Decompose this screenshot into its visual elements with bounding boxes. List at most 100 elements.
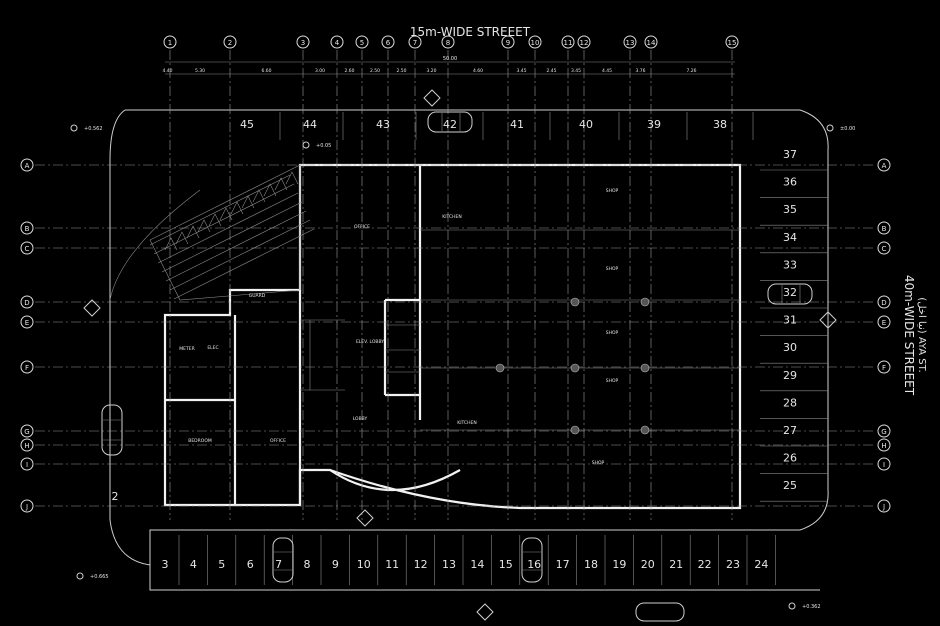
parking-right-32: 32 (783, 286, 797, 299)
right-street-sublabel: (نيا اخل) AYA ST. (916, 297, 927, 372)
grid-label-row-right-C: C (882, 245, 887, 253)
parking-bottom-10: 10 (357, 558, 371, 571)
parking-right-33: 33 (783, 258, 797, 271)
grid-bubble-row-left-G (20, 424, 34, 438)
room-label-3: SHOP (606, 266, 619, 272)
parking-bottom-22: 22 (698, 558, 712, 571)
hatch-line-0 (149, 174, 291, 246)
structural-columns (495, 297, 650, 435)
level-symbol-1 (70, 124, 78, 132)
parking-top-41: 41 (510, 118, 524, 131)
column-0 (570, 297, 580, 307)
grid-bubble-col-13 (623, 35, 637, 49)
parking-bottom-8: 8 (304, 558, 311, 571)
dim-part-7: 3.20 (426, 68, 436, 74)
grid-label-row-right-G: G (881, 428, 886, 436)
level-text-3: +0.362 (802, 604, 821, 610)
level-text-0: ±0.00 (840, 126, 855, 132)
room-label-4: SHOP (606, 330, 619, 336)
grid-label-row-left-A: A (25, 162, 30, 170)
grid-bubble-col-3 (296, 35, 310, 49)
room-label-12: BEDROOM (188, 438, 212, 444)
parking-right-28: 28 (783, 396, 797, 409)
room-label-6: SHOP (592, 460, 605, 466)
parking-bottom-18: 18 (584, 558, 598, 571)
parking-right-36: 36 (783, 176, 797, 189)
grid-bubble-row-left-A (20, 158, 34, 172)
grid-bubble-col-8 (441, 35, 455, 49)
grid-label-row-left-I: I (26, 461, 28, 469)
parking-stall-lines (178, 112, 828, 585)
grid-bubble-col-2 (223, 35, 237, 49)
grid-label-col-11: 11 (564, 39, 573, 47)
parking-top-42: 42 (443, 118, 457, 131)
level-symbol-2 (76, 572, 84, 580)
hatch-tri-2 (186, 225, 200, 239)
dim-part-11: 3.45 (571, 68, 581, 74)
parking-left-2: 2 (112, 490, 119, 503)
parking-right-27: 27 (783, 424, 797, 437)
column-6 (495, 363, 505, 373)
grid-bubble-row-right-I (877, 457, 891, 471)
grid-label-row-right-J: J (882, 503, 885, 511)
dim-part-2: 6.60 (261, 68, 271, 74)
parking-right-37: 37 (783, 148, 797, 161)
dim-part-12: 4.45 (602, 68, 612, 74)
hatch-tri-9 (263, 183, 277, 197)
dim-total: 50.00 (443, 56, 457, 62)
grid-bubble-row-right-E (877, 315, 891, 329)
parking-bottom-11: 11 (385, 558, 399, 571)
grid-label-row-left-E: E (25, 319, 29, 327)
parking-bottom-7: 7 (275, 558, 282, 571)
level-text-1: +0.562 (84, 126, 103, 132)
grid-bubble-col-7 (408, 35, 422, 49)
hatch-tri-11 (285, 171, 299, 185)
grid-label-row-right-I: I (883, 461, 885, 469)
top-street-label: 15m-WIDE STREEET (410, 25, 531, 39)
dim-part-9: 3.45 (516, 68, 526, 74)
parking-bottom-16: 16 (527, 558, 541, 571)
grid-bubble-col-6 (381, 35, 395, 49)
grid-label-row-left-H: H (24, 442, 29, 450)
grid-label-row-right-F: F (882, 364, 886, 372)
grid-label-col-6: 6 (386, 39, 391, 47)
grid-bubble-col-12 (577, 35, 591, 49)
dim-part-6: 2.50 (396, 68, 406, 74)
grid-bubble-row-left-J (20, 499, 34, 513)
room-label-1: KITCHEN (442, 214, 462, 220)
parking-bottom-12: 12 (414, 558, 428, 571)
grid-label-col-8: 8 (446, 39, 450, 47)
grid-bubble-col-9 (501, 35, 515, 49)
level-symbol-4 (302, 141, 310, 149)
dim-part-8: 4.60 (473, 68, 483, 74)
dim-part-13: 3.76 (635, 68, 645, 74)
parking-bottom-24: 24 (754, 558, 768, 571)
interior-walls (165, 165, 740, 505)
level-symbol-3 (788, 602, 796, 610)
grid-bubble-row-right-B (877, 221, 891, 235)
grid-bubble-row-left-C (20, 241, 34, 255)
car-bottom-3 (635, 602, 685, 622)
room-label-10: ELEV. LOBBY (356, 339, 384, 345)
car-bottom-1 (272, 537, 294, 583)
parking-right-30: 30 (783, 341, 797, 354)
parking-top-43: 43 (376, 118, 390, 131)
grid-bubble-row-right-F (877, 360, 891, 374)
level-symbol-0 (826, 124, 834, 132)
room-label-14: KITCHEN (457, 420, 477, 426)
room-label-7: METER (179, 346, 194, 352)
hatch-tri-3 (197, 219, 211, 233)
grid-label-row-left-G: G (24, 428, 29, 436)
grid-bubble-col-15 (725, 35, 739, 49)
parking-right-35: 35 (783, 203, 797, 216)
grid-label-row-right-B: B (882, 225, 887, 233)
parking-right-25: 25 (783, 479, 797, 492)
grid-bubble-row-right-C (877, 241, 891, 255)
grid-bubble-row-left-H (20, 438, 34, 452)
parking-top-40: 40 (579, 118, 593, 131)
hatch-tri-10 (274, 177, 288, 191)
room-label-8: ELEC (207, 345, 218, 351)
grid-label-row-right-H: H (881, 442, 886, 450)
parking-bottom-19: 19 (612, 558, 626, 571)
grid-label-row-right-D: D (881, 299, 886, 307)
